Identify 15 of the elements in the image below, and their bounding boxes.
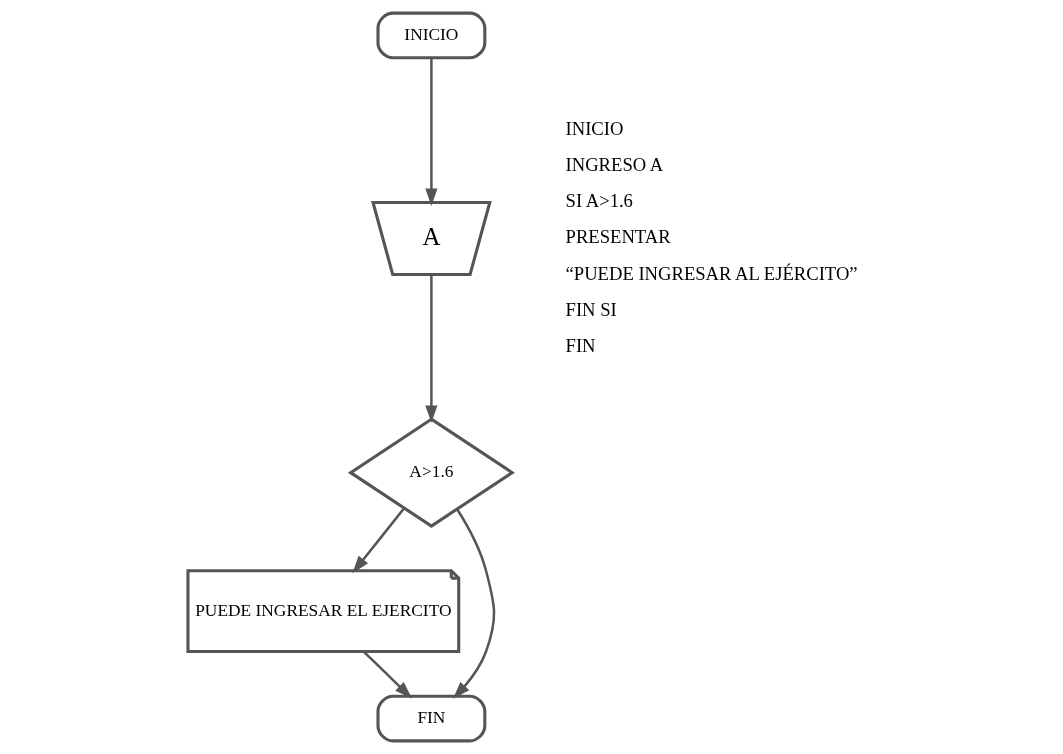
arrow (362, 651, 412, 699)
node-box: INICIO (375, 11, 486, 60)
label: INICIO (565, 118, 623, 140)
arrow (424, 274, 437, 423)
label: FIN SI (565, 298, 617, 320)
label: SI A>1.6 (565, 190, 633, 212)
arrow (352, 507, 405, 574)
label: PRESENTAR (565, 226, 671, 248)
arrow (452, 508, 495, 699)
label: FIN (565, 334, 596, 356)
node-diamond: A>1.6 (347, 417, 515, 528)
arrow (424, 58, 437, 206)
label: “PUEDE INGRESAR AL EJÉRCITO” (565, 262, 858, 284)
label: INGRESO A (565, 154, 663, 176)
node-box: FIN (375, 694, 486, 743)
